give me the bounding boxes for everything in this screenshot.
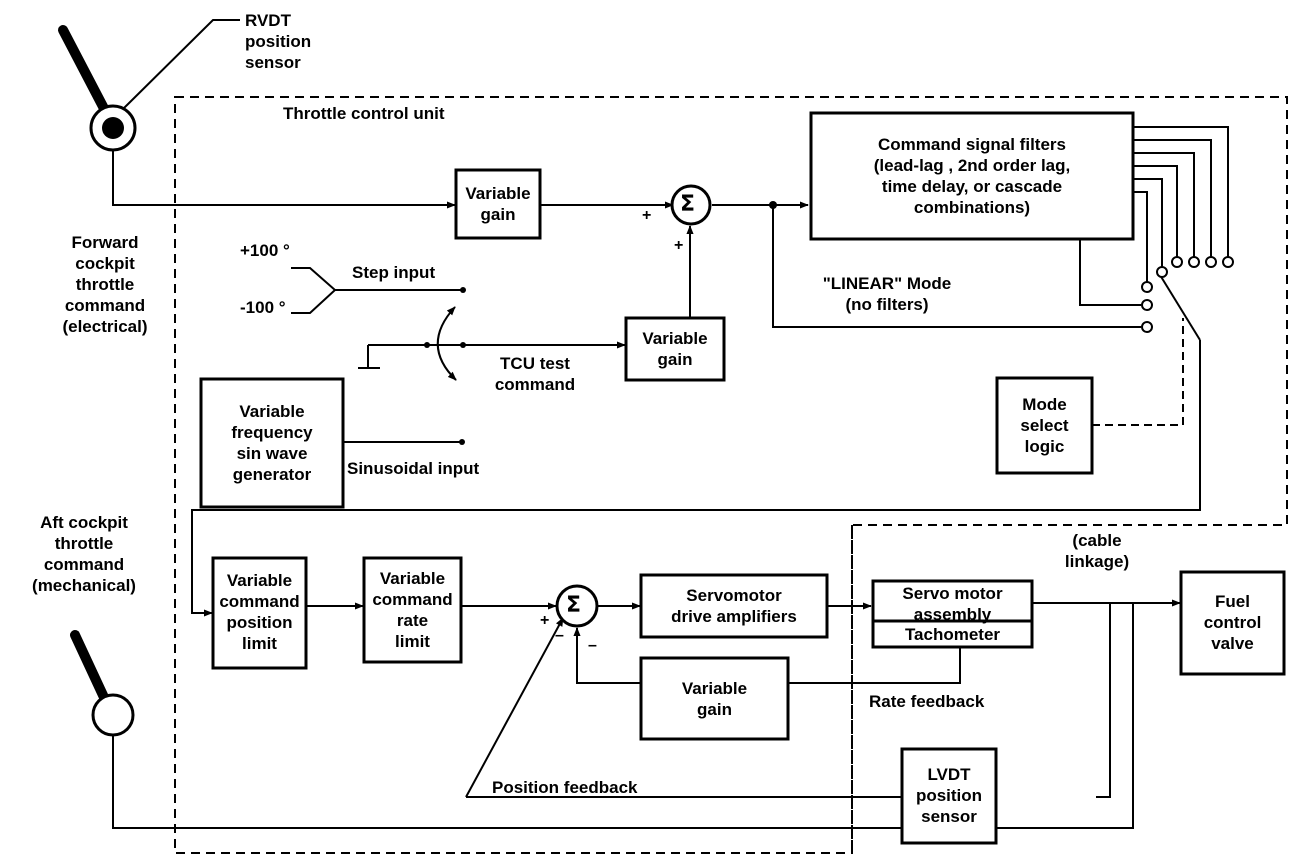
servo-motor-text: Servo motor assembly <box>902 584 1003 624</box>
step-input-fork <box>291 267 337 314</box>
filter-output-2b <box>1133 191 1148 282</box>
block-servo-amplifiers <box>639 573 829 639</box>
rvdt-label: RVDT position sensor <box>245 11 312 72</box>
forward-command-label: Forward cockpit throttle command (electr… <box>62 233 148 336</box>
tcu-test-label: TCU test command <box>494 354 576 394</box>
position-feedback-arrow <box>465 617 564 798</box>
block-position-limit <box>211 556 308 670</box>
filter-output-4 <box>1133 152 1195 258</box>
fuel-valve-text: Fuel control valve <box>1203 592 1262 653</box>
mode-switch-wiper <box>1159 274 1201 341</box>
tcu-title: Throttle control unit <box>283 104 445 123</box>
block-gain-rate <box>639 656 790 741</box>
summing-junction-bottom <box>555 584 599 628</box>
sign-plus-bottom-left: + <box>540 612 550 629</box>
rate-limit-text: Variable command rate limit <box>372 569 453 651</box>
filter-output-5 <box>1133 139 1212 258</box>
block-mode-select <box>995 376 1094 475</box>
step-input-label: Step input <box>352 263 436 282</box>
filter-output-6 <box>1133 126 1229 258</box>
gain-top-text: Variable gain <box>465 184 531 224</box>
mode-switch-contacts <box>1141 256 1234 333</box>
block-fuel-valve <box>1179 570 1286 676</box>
rate-feedback-label: Rate feedback <box>869 692 985 711</box>
sign-minus-rate: – <box>588 637 597 654</box>
throttle-control-unit-boundary <box>174 96 1288 854</box>
gain-test-text: Variable gain <box>642 329 708 369</box>
block-filters <box>809 111 1135 241</box>
filters-text: Command signal filters (lead-lag , 2nd o… <box>873 135 1071 217</box>
sigma-bottom-glyph: Σ <box>566 593 582 618</box>
tachometer-text: Tachometer <box>904 625 1001 644</box>
sinusoidal-input-label: Sinusoidal input <box>347 459 480 478</box>
minus-100-label: -100 ° <box>240 298 286 317</box>
block-gain-top <box>454 168 542 240</box>
cable-linkage-label: (cable linkage) <box>1064 531 1130 571</box>
mode-select-text: Mode select logic <box>1020 395 1069 456</box>
linear-bypass-line <box>772 205 1141 328</box>
sign-plus-top-left: + <box>642 207 652 224</box>
filter-output-2 <box>1133 178 1163 268</box>
rate-feedback-line <box>573 627 640 684</box>
position-feedback-label: Position feedback <box>492 778 638 797</box>
sin-generator-text: Variable frequency sin wave generator <box>231 402 313 484</box>
lvdt-tap <box>1096 603 1111 798</box>
block-gain-test <box>624 316 726 382</box>
lvdt-text: LVDT position sensor <box>915 765 983 826</box>
forward-command-line <box>112 150 456 209</box>
plus-100-label: +100 ° <box>240 241 290 260</box>
gain-rate-text: Variable gain <box>681 679 748 719</box>
filter-output-1 <box>1079 239 1141 306</box>
block-servo-motor <box>871 579 1034 649</box>
block-lvdt <box>900 747 998 845</box>
summing-junction-top <box>670 184 712 226</box>
sign-plus-top-bottom: + <box>674 237 684 254</box>
sign-minus-position: – <box>555 627 564 644</box>
position-limit-text: Variable command position limit <box>219 571 300 653</box>
aft-command-label: Aft cockpit throttle command (mechanical… <box>32 513 136 595</box>
aft-throttle-lever <box>70 630 135 737</box>
block-rate-limit <box>362 556 463 664</box>
test-switch-arc <box>436 306 457 381</box>
cable-linkage-line <box>112 603 1134 829</box>
rvdt-throttle-lever <box>58 19 240 152</box>
rate-feedback-in <box>788 648 961 684</box>
block-sin-generator <box>199 377 345 509</box>
linear-mode-label: "LINEAR" Mode (no filters) <box>822 274 952 314</box>
mode-select-link <box>1092 318 1184 426</box>
filter-output-3 <box>1133 165 1178 258</box>
sigma-top-glyph: Σ <box>680 192 696 217</box>
servo-amplifiers-text: Servomotor drive amplifiers <box>671 586 797 626</box>
switch-output-line <box>191 340 1201 617</box>
